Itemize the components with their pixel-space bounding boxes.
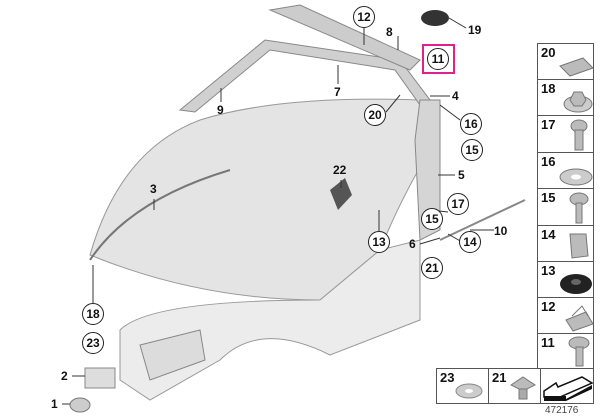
grommet-icon: [560, 274, 592, 294]
clip-plate-icon: [559, 57, 594, 77]
part-cell-18[interactable]: 18: [537, 79, 594, 116]
clip-nut-icon: [510, 376, 536, 400]
clip-icon: [565, 305, 594, 332]
part-2: [84, 367, 116, 389]
part-1: [69, 397, 91, 413]
collar-bolt-icon: [568, 336, 590, 367]
callout-22[interactable]: 22: [333, 163, 347, 177]
part-cell-21[interactable]: 21: [488, 368, 541, 404]
part-cell-23[interactable]: 23: [436, 368, 489, 404]
highlight-box: [422, 44, 455, 74]
part-cell-11[interactable]: 11: [537, 333, 594, 369]
bolt-icon: [569, 192, 589, 224]
callout-4[interactable]: 4: [452, 89, 459, 103]
callout-19[interactable]: 19: [468, 23, 482, 37]
part-cell-16[interactable]: 16: [537, 152, 594, 189]
callout-7[interactable]: 7: [334, 85, 341, 99]
a-pillar: [414, 99, 441, 241]
part-cell-12[interactable]: 12: [537, 297, 594, 334]
arrow-icon: [543, 376, 594, 401]
callout-11[interactable]: 11: [427, 48, 449, 70]
callout-21[interactable]: 21: [421, 257, 443, 279]
nut-icon: [563, 91, 593, 113]
callout-6[interactable]: 6: [409, 237, 416, 251]
callout-13[interactable]: 13: [368, 231, 390, 253]
washer-icon: [559, 168, 593, 186]
callout-5[interactable]: 5: [458, 168, 465, 182]
callout-1[interactable]: 1: [51, 397, 58, 411]
callout-23[interactable]: 23: [82, 332, 104, 354]
direction-arrow-cell: [537, 368, 594, 404]
callout-12[interactable]: 12: [353, 6, 375, 28]
callout-10[interactable]: 10: [494, 224, 508, 238]
callout-9[interactable]: 9: [217, 103, 224, 117]
callout-15[interactable]: 15: [461, 139, 483, 161]
hood-seal: [89, 169, 231, 261]
screw-icon: [570, 119, 588, 151]
callout-3[interactable]: 3: [150, 182, 157, 196]
callout-17[interactable]: 17: [447, 193, 469, 215]
diagram-reference-number: 472176: [545, 405, 579, 416]
part-cell-15[interactable]: 15: [537, 188, 594, 226]
callout-15b[interactable]: 15: [421, 208, 443, 230]
rod-10: [439, 199, 526, 241]
callout-18[interactable]: 18: [82, 303, 104, 325]
callout-8[interactable]: 8: [386, 25, 393, 39]
callout-2[interactable]: 2: [61, 369, 68, 383]
part-cell-20[interactable]: 20: [537, 43, 594, 80]
part-cell-17[interactable]: 17: [537, 115, 594, 153]
callout-16[interactable]: 16: [460, 113, 482, 135]
washer-icon: [455, 383, 483, 399]
callout-14[interactable]: 14: [459, 231, 481, 253]
clip-nut-icon: [569, 233, 589, 259]
roof-strip: [268, 4, 421, 71]
callout-20[interactable]: 20: [364, 104, 386, 126]
part-cell-14[interactable]: 14: [537, 225, 594, 262]
part-cell-13[interactable]: 13: [537, 261, 594, 298]
headlight: [139, 329, 206, 381]
grommet-19: [421, 10, 449, 26]
bracket-22: [330, 178, 352, 210]
